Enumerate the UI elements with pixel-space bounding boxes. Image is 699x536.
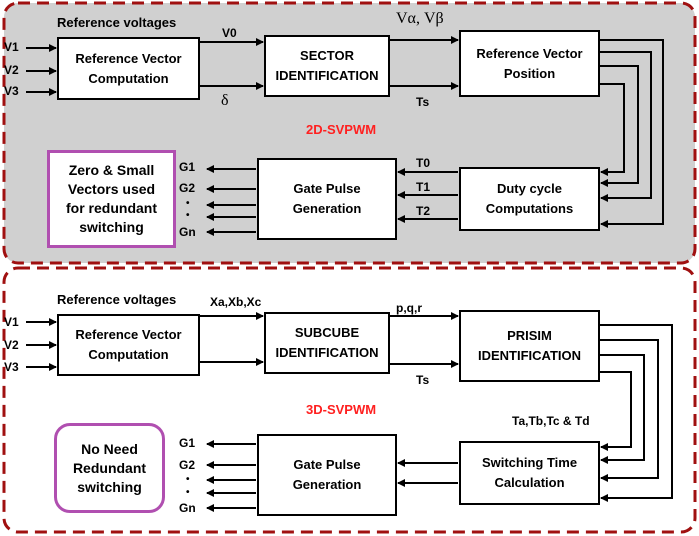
top-gate-line1: Gate Pulse — [293, 181, 361, 196]
top-gate-dot2-label: • — [186, 210, 190, 221]
top-title-2d-svpwm: 2D-SVPWM — [306, 122, 377, 137]
top-sector-line1: SECTOR — [300, 48, 354, 63]
top-gate-gn-label: Gn — [179, 225, 196, 239]
top-valpha-vbeta-label: Vα, Vβ — [396, 10, 444, 27]
top-rvc-line1: Reference Vector — [75, 50, 182, 66]
top-note-line1: Zero & Small — [68, 162, 155, 178]
top-reference-voltages-label: Reference voltages — [57, 15, 177, 30]
bottom-gate-line1: Gate Pulse — [293, 457, 361, 472]
top-t2-label: T2 — [416, 204, 431, 218]
top-input-v2-label: V2 — [4, 63, 19, 77]
top-input-v3-label: V3 — [4, 84, 19, 98]
bottom-switching-line2: Calculation — [494, 475, 565, 490]
top-rvp-line1: Reference Vector — [476, 45, 583, 61]
top-v0-label: V0 — [222, 26, 237, 40]
bottom-gate-dot1-label: • — [186, 474, 190, 485]
top-route-1 — [600, 83, 625, 176]
bottom-gate-g1-label: G1 — [179, 436, 196, 450]
bottom-note-line2: Redundant — [72, 459, 147, 476]
bottom-reference-vector-computation-block: Reference Vector Computation — [57, 314, 200, 376]
top-reference-vector-position-block: Reference Vector Position — [459, 30, 600, 97]
bottom-prisim-identification-block: PRISIM IDENTIFICATION — [459, 310, 600, 382]
bottom-route-3 — [600, 339, 659, 482]
top-route-4 — [600, 39, 664, 228]
bottom-gate-g2-label: G2 — [179, 458, 196, 472]
top-ts-label: Ts — [416, 95, 430, 109]
top-input-v1-label: V1 — [4, 40, 19, 54]
top-note-line4: switching — [79, 219, 144, 235]
top-rvp-line2: Position — [503, 65, 556, 81]
bottom-switching-time-calculation-block: Switching Time Calculation — [459, 441, 600, 505]
bottom-rvc-line2: Computation — [88, 347, 169, 362]
bottom-xabc-label: Xa,Xb,Xc — [210, 295, 262, 309]
top-duty-line1: Duty cycle — [496, 181, 563, 196]
bottom-title-3d-svpwm: 3D-SVPWM — [306, 402, 377, 417]
bottom-route-4 — [600, 324, 673, 502]
top-gate-line2: Generation — [292, 201, 362, 216]
bottom-route-2 — [600, 354, 645, 464]
top-t0-label: T0 — [416, 156, 431, 170]
top-gate-pulse-generation-block: Gate Pulse Generation — [257, 158, 397, 240]
top-rvc-line2: Computation — [88, 70, 169, 86]
bottom-prisim-line2: IDENTIFICATION — [477, 348, 582, 363]
bottom-note-line1: No Need — [81, 440, 138, 457]
bottom-subcube-line2: IDENTIFICATION — [275, 345, 379, 360]
bottom-reference-voltages-label: Reference voltages — [57, 292, 177, 307]
bottom-rvc-line1: Reference Vector — [75, 327, 182, 342]
top-reference-vector-computation-block: Reference Vector Computation — [57, 37, 200, 100]
top-route-2 — [600, 65, 639, 187]
bottom-input-v3-label: V3 — [4, 360, 19, 374]
top-redundant-switching-note: Zero & Small Vectors used for redundant … — [47, 150, 176, 248]
bottom-note-line3: switching — [77, 478, 142, 495]
bottom-subcube-line1: SUBCUBE — [294, 325, 360, 340]
top-sector-line2: IDENTIFICATION — [275, 68, 379, 83]
bottom-times-label: Ta,Tb,Tc & Td — [512, 414, 590, 428]
top-duty-line2: Computations — [485, 201, 574, 216]
top-duty-cycle-computations-block: Duty cycle Computations — [459, 167, 600, 231]
bottom-pqr-label: p,q,r — [396, 301, 422, 315]
bottom-input-v1-label: V1 — [4, 315, 19, 329]
top-gate-g1-label: G1 — [179, 160, 196, 174]
bottom-switching-line1: Switching Time — [481, 455, 578, 470]
top-sector-identification-block: SECTOR IDENTIFICATION — [264, 35, 390, 97]
bottom-gate-gn-label: Gn — [179, 501, 196, 515]
bottom-gate-dot2-label: • — [186, 487, 190, 498]
bottom-prisim-line1: PRISIM — [507, 328, 552, 343]
top-delta-label: δ — [221, 92, 229, 109]
top-gate-dot1-label: • — [186, 198, 190, 209]
bottom-gate-pulse-generation-block: Gate Pulse Generation — [257, 434, 397, 516]
bottom-route-1 — [600, 371, 632, 451]
bottom-subcube-identification-block: SUBCUBE IDENTIFICATION — [264, 312, 390, 374]
top-route-3 — [600, 51, 652, 202]
bottom-no-redundant-note: No Need Redundant switching — [54, 423, 165, 513]
bottom-gate-line2: Generation — [292, 477, 362, 492]
top-t1-label: T1 — [416, 180, 431, 194]
bottom-input-v2-label: V2 — [4, 338, 19, 352]
top-note-line2: Vectors used — [67, 181, 156, 197]
bottom-ts-label: Ts — [416, 373, 430, 387]
top-gate-g2-label: G2 — [179, 181, 196, 195]
top-note-line3: for redundant — [66, 200, 157, 216]
